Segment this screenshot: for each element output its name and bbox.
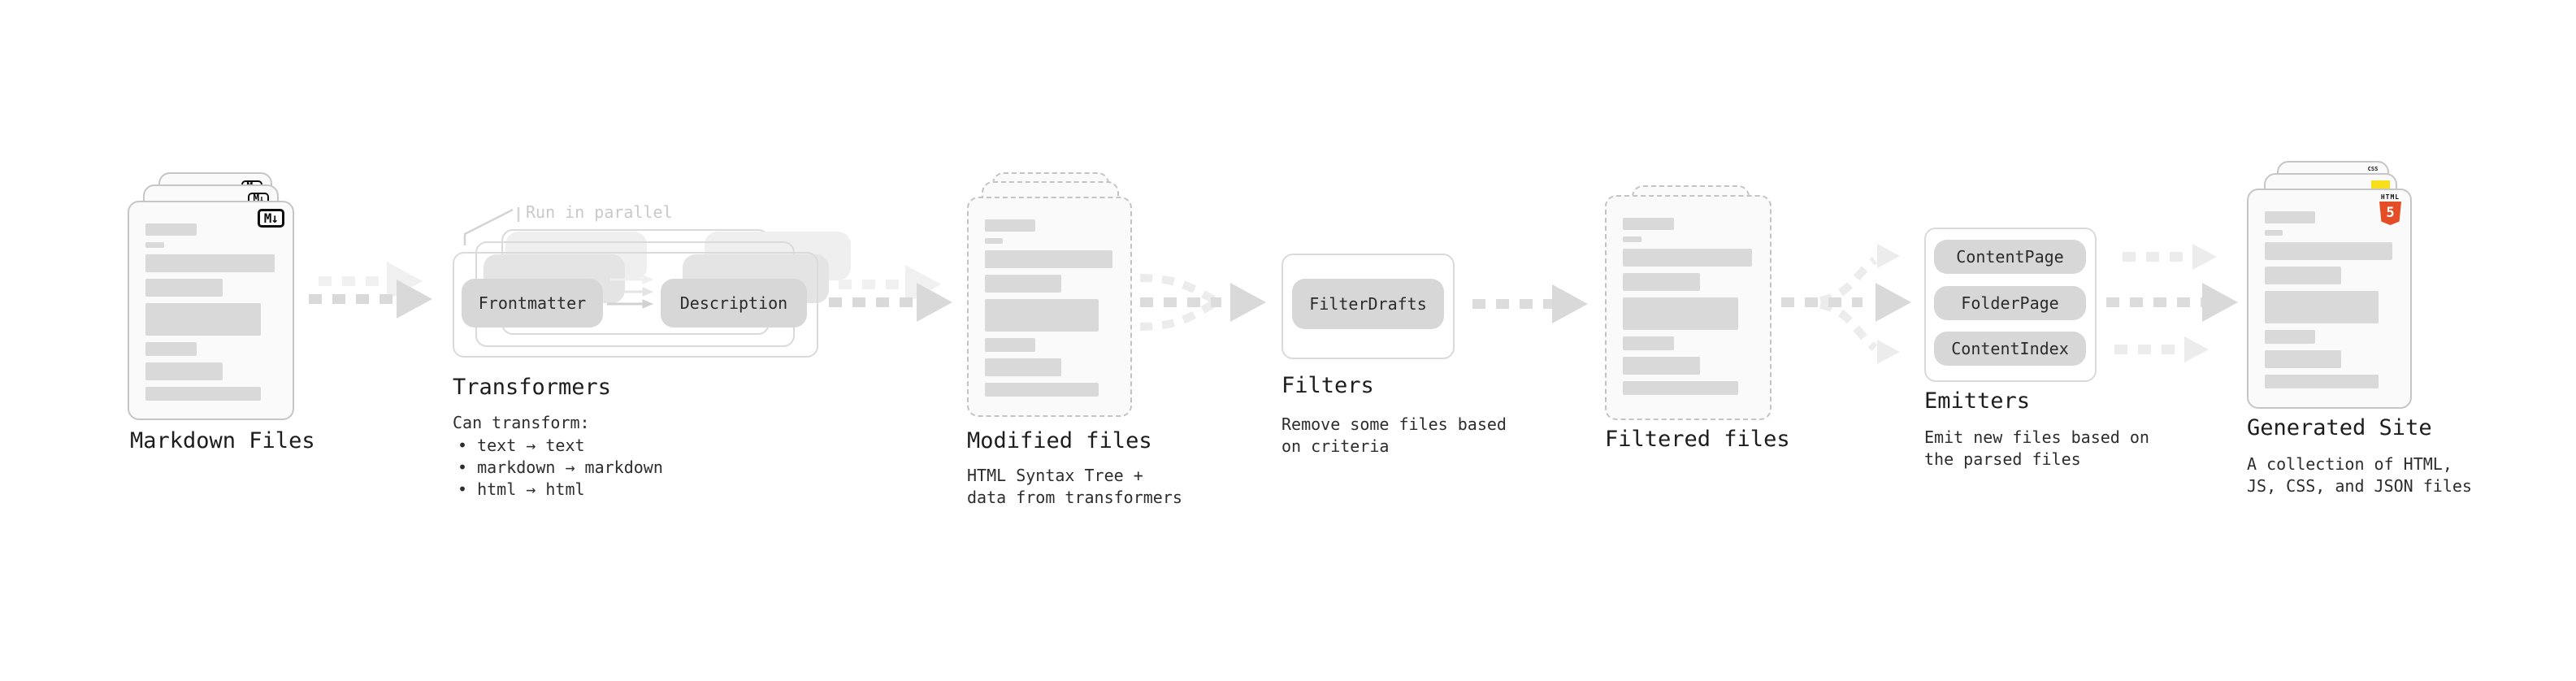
arrow-head (1230, 283, 1266, 322)
doc-bar (145, 223, 197, 236)
markdown-icon: M↓ (257, 209, 284, 228)
transformers-desc-title: Can transform: (453, 413, 590, 432)
doc-bar (985, 383, 1099, 397)
bullet-item: • markdown → markdown (458, 458, 663, 477)
html5-icon-label: HTML (2380, 193, 2400, 201)
doc-bar (2265, 330, 2315, 344)
doc-bar (145, 303, 261, 336)
css-badge-label: CSS (2367, 166, 2379, 172)
emitter-pill-contentindex: ContentIndex (1934, 332, 2086, 366)
doc-bar (2265, 350, 2341, 368)
modified-files-desc: HTML Syntax Tree + data from transformer… (967, 466, 1182, 507)
doc-bar (2265, 291, 2379, 323)
doc-bar (1623, 249, 1753, 267)
parallel-arrows-icon (607, 275, 654, 309)
arrow-head-mid (2202, 283, 2238, 322)
doc-bar (2265, 375, 2379, 388)
doc-bar (985, 250, 1113, 268)
emitters-label: Emitters (1924, 388, 2031, 414)
doc-bar (1623, 236, 1641, 242)
bullet-item: • html → html (458, 479, 585, 499)
arrow-dash (829, 297, 917, 307)
doc-content-bars (145, 223, 276, 401)
modified-file-card-front (967, 197, 1132, 417)
arrow-dash (1140, 297, 1221, 307)
arrow-dash (309, 294, 397, 304)
doc-bar (1623, 273, 1700, 291)
arrow-dash-top (2123, 252, 2192, 262)
doc-bar (2265, 230, 2283, 236)
arrow-head (1876, 283, 1911, 322)
html5-icon: HTML 5 (2379, 193, 2401, 225)
doc-bar (2265, 211, 2315, 223)
transformer-pill-description: Description (661, 279, 807, 327)
transformers-label: Transformers (453, 375, 612, 400)
filtered-files-label: Filtered files (1605, 427, 1790, 452)
transformer-pill-frontmatter: Frontmatter (462, 279, 603, 327)
generated-site-label: Generated Site (2247, 415, 2432, 440)
filtered-file-card-front (1605, 195, 1772, 420)
doc-content-bars (2265, 211, 2394, 388)
doc-bar (985, 358, 1061, 376)
bullet-item: • text → text (458, 436, 585, 455)
doc-bar (1623, 381, 1738, 395)
callout-line (463, 207, 520, 245)
doc-content-bars (985, 219, 1114, 397)
doc-bar (985, 219, 1035, 232)
doc-bar (2265, 267, 2341, 284)
arrow-dash (1472, 299, 1552, 309)
arrow-dash-mid (2106, 297, 2202, 307)
filters-desc: Remove some files based on criteria (1281, 414, 1507, 456)
doc-bar (1623, 357, 1700, 375)
run-in-parallel-note: Run in parallel (526, 202, 673, 222)
transformers-box-front (453, 252, 818, 358)
doc-content-bars (1623, 218, 1754, 395)
emitter-pill-contentpage: ContentPage (1934, 240, 2086, 274)
arrow-head (917, 283, 952, 322)
markdown-files-label: Markdown Files (130, 428, 315, 453)
filters-label: Filters (1281, 373, 1374, 398)
arrow-head (1552, 284, 1588, 323)
arrow-dash-bottom (2114, 345, 2184, 354)
filter-pill-filterdrafts: FilterDrafts (1292, 279, 1444, 329)
arrow-dash-ghost (839, 280, 909, 289)
doc-bar (2265, 242, 2393, 260)
emitters-desc: Emit new files based on the parsed files (1924, 427, 2149, 469)
arrow-head-top (2192, 244, 2217, 270)
transformers-bullets: • text → text • markdown → markdown • ht… (458, 435, 663, 501)
arrow-head-bottom (2184, 336, 2209, 362)
generated-site-desc: A collection of HTML, JS, CSS, and JSON … (2247, 454, 2472, 496)
doc-bar (145, 242, 164, 248)
doc-bar (1623, 297, 1738, 330)
doc-bar (1623, 218, 1674, 230)
html5-icon-shield: 5 (2379, 202, 2401, 225)
doc-bar (145, 387, 261, 401)
js-badge (2371, 180, 2390, 189)
markdown-file-card-front: M↓ (128, 201, 294, 420)
doc-bar (1623, 336, 1674, 350)
arrow-dash (1781, 297, 1863, 307)
html5-icon-number: 5 (2386, 205, 2395, 221)
modified-files-label: Modified files (967, 428, 1152, 453)
arrow-head (397, 280, 432, 319)
doc-bar (145, 362, 223, 380)
doc-bar (145, 279, 223, 297)
doc-bar (985, 338, 1035, 352)
arrow-dash-ghost (319, 276, 388, 286)
doc-bar (985, 275, 1061, 293)
doc-bar (145, 342, 197, 356)
generated-file-card-front: HTML 5 (2247, 189, 2412, 409)
doc-bar (145, 254, 275, 272)
doc-bar (985, 299, 1099, 332)
emitter-pill-folderpage: FolderPage (1934, 286, 2086, 320)
doc-bar (985, 238, 1004, 244)
